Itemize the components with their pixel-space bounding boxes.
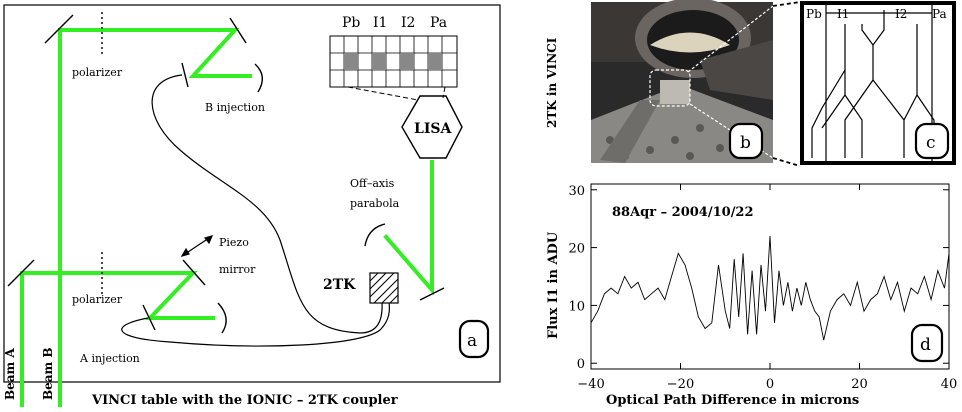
panel-c-header-pb: Pb xyxy=(806,7,822,21)
y-tick-label: 30 xyxy=(568,184,585,199)
polarizer-top-label: polarizer xyxy=(72,66,123,79)
panel-c-letter-box xyxy=(914,122,950,160)
mirrors xyxy=(7,14,445,334)
beam-b-path xyxy=(58,28,252,407)
panel-b-vertical-label: 2TK in VINCI xyxy=(545,37,559,128)
polarizer-bottom-label: polarizer xyxy=(72,293,123,306)
chart-series-line xyxy=(590,235,950,341)
beam-a-path xyxy=(20,271,215,407)
y-tick-label: 20 xyxy=(568,242,585,257)
panel-a-letter: a xyxy=(467,331,477,351)
y-tick-label: 10 xyxy=(568,299,585,314)
chart-ylabel: Flux I1 in ADU xyxy=(546,231,561,339)
chart-annotation: 88Aqr – 2004/10/22 xyxy=(612,205,754,220)
offaxis-label-2: parabola xyxy=(350,197,400,210)
panel-c-header-i2: I2 xyxy=(895,7,907,21)
panel-a-frame xyxy=(3,4,501,383)
piezo-label-2: mirror xyxy=(219,263,256,276)
x-tick-label: 40 xyxy=(941,377,958,392)
chart-frame xyxy=(590,183,950,370)
x-tick-label: 20 xyxy=(851,377,868,392)
x-tick-label: 0 xyxy=(766,377,774,392)
fibers xyxy=(121,74,391,347)
panel-a-caption: VINCI table with the IONIC – 2TK coupler xyxy=(91,393,398,408)
lisa-detector xyxy=(401,95,463,159)
chart-ticks xyxy=(590,184,950,369)
pixel-header-pa: Pa xyxy=(430,15,447,31)
panel-c-header-i1: I1 xyxy=(837,7,849,21)
panel-b-letter-box xyxy=(728,122,764,160)
beam-b-label: Beam B xyxy=(41,347,55,400)
panel-c: Pb I1 I2 Pa c xyxy=(800,1,956,165)
panel-d: −40 −20 0 20 40 0 10 20 30 88Aqr – 2004/10/22 Op… xyxy=(546,183,957,408)
lisa-output-beam xyxy=(383,160,434,296)
pixel-i1 xyxy=(372,53,386,70)
piezo-arrow xyxy=(180,235,214,257)
pixel-header-i2: I2 xyxy=(401,15,415,31)
panel-c-letter: c xyxy=(926,133,936,153)
panel-a-letter-box xyxy=(458,319,490,359)
panel-a: Pb I1 I2 Pa polarizer polarizer B inject… xyxy=(3,4,501,408)
pixel-header-i1: I1 xyxy=(373,15,387,31)
beam-a-label: Beam A xyxy=(3,348,17,400)
b-injection-label: B injection xyxy=(205,101,265,114)
y-tick-label: 0 xyxy=(577,357,585,372)
offaxis-label-1: Off–axis xyxy=(350,177,395,190)
pixel-i2 xyxy=(400,53,414,70)
pixel-pa xyxy=(428,53,442,70)
panel-c-header-pa: Pa xyxy=(932,7,947,21)
fiber-b xyxy=(151,74,383,334)
beam-paths xyxy=(20,28,434,407)
pixel-header-pb: Pb xyxy=(342,15,360,31)
pixel-pb xyxy=(344,53,358,70)
vinci-photo xyxy=(591,0,773,163)
lisa-label: LISA xyxy=(414,121,453,137)
chart-xlabel: Optical Path Difference in microns xyxy=(606,393,859,408)
zoom-lines-outside xyxy=(772,1,801,167)
panel-b: 2TK in VINCI b xyxy=(545,0,801,167)
twotk-component xyxy=(369,272,399,304)
x-tick-label: −40 xyxy=(577,377,604,392)
pixel-grid xyxy=(329,35,458,101)
twotk-label: 2TK xyxy=(323,277,356,293)
piezo-label-1: Piezo xyxy=(219,236,249,249)
a-injection-label: A injection xyxy=(79,352,140,365)
fiber-a xyxy=(121,301,391,347)
panel-d-letter-box xyxy=(910,323,944,363)
panel-d-letter: d xyxy=(920,335,931,355)
x-tick-label: −20 xyxy=(667,377,694,392)
panel-b-letter: b xyxy=(740,133,751,153)
chart-tick-labels: −40 −20 0 20 40 0 10 20 30 xyxy=(568,184,957,392)
